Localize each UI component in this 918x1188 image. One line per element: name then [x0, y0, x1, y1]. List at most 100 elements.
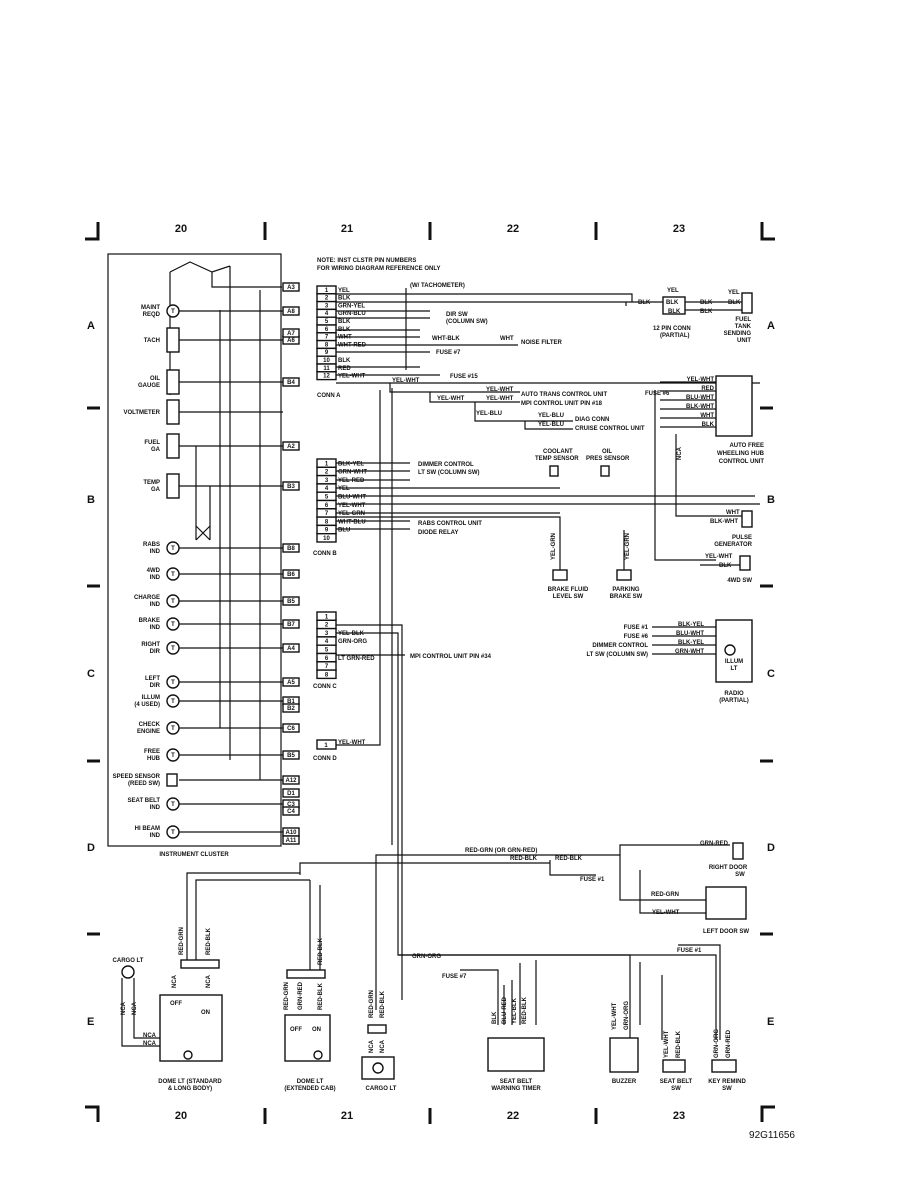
- yel-blu-c-label: YEL-BLU: [538, 422, 564, 428]
- wht-blk-label: WHT-BLK: [432, 336, 460, 342]
- dome-std-nca-b: NCA: [206, 974, 212, 988]
- seat-timer-label-2: WARNING TIMER: [491, 1086, 541, 1092]
- lamp-seat-belt-mark: T: [171, 802, 175, 808]
- dome-std-off: OFF: [170, 1001, 182, 1007]
- conn-a-pin-2: 2: [325, 296, 329, 302]
- note-line-1: NOTE: INST CLSTR PIN NUMBERS: [317, 258, 416, 264]
- conn-a-pin-box-12: [316, 371, 337, 381]
- gauge-temp: [166, 473, 180, 499]
- timer-wire-d: RED-BLK: [522, 996, 528, 1024]
- cargo-bottom-wire-b: RED-BLK: [380, 990, 386, 1018]
- oil-label: OIL: [602, 449, 612, 455]
- speed-sensor-switch: [166, 773, 178, 787]
- cargo-bottom-lamp-icon: [372, 1062, 384, 1074]
- yel-wht-a-label: YEL-WHT: [392, 378, 420, 384]
- dir-sw-label: DIR SW: [446, 312, 468, 318]
- right-door-label: RIGHT DOOR: [709, 865, 748, 871]
- nca-afwh: NCA: [677, 446, 683, 460]
- radio-wire-3: GRN-WHT: [675, 649, 704, 655]
- parking-switch: [616, 569, 632, 581]
- conn-c-wire-4: GRN-ORG: [338, 639, 367, 645]
- cluster-label2-speed-sensor: (REED SW): [128, 781, 160, 787]
- afwh-label: AUTO FREE: [729, 443, 764, 449]
- yel-blu-b-label: YEL-BLU: [538, 413, 564, 419]
- pulse-generator: [741, 510, 753, 528]
- cluster-label2-right: DIR: [150, 649, 161, 655]
- dir-sw-label-2: (COLUMN SW): [446, 319, 488, 325]
- pulse-label-2: GENERATOR: [714, 542, 752, 548]
- cluster-label-charge: CHARGE: [134, 595, 160, 601]
- fuel-tank-label-4: UNIT: [737, 338, 751, 344]
- grid-col-21-bottom: 21: [341, 1110, 353, 1122]
- grid-col-23-top: 23: [673, 223, 685, 235]
- extra-pin-b2: B2: [287, 706, 295, 712]
- conn-a-wire-12: YEL-WHT: [338, 374, 366, 380]
- key-remind-switch: [711, 1059, 737, 1073]
- dimmer-control-label: DIMMER CONTROL: [418, 462, 474, 468]
- conn-a-pin-11: 11: [323, 366, 330, 372]
- cargo-left-nca-d: NCA: [143, 1041, 157, 1047]
- radio-wire-2: BLK-YEL: [678, 640, 704, 646]
- tach-note: (W/ TACHOMETER): [410, 283, 465, 289]
- coolant-label-2: TEMP SENSOR: [535, 456, 579, 462]
- seat-sw-wire-a: YEL-WHT: [664, 1030, 670, 1058]
- cluster-label-check: CHECK: [139, 722, 161, 728]
- conn-b-pin-7: 7: [325, 511, 329, 517]
- extra-pin-a3: A3: [287, 285, 295, 291]
- cluster-label-free: FREE: [144, 749, 160, 755]
- radio-label: RADIO: [724, 691, 744, 697]
- dome-std-on: ON: [201, 1010, 210, 1016]
- radio-fuse-0: FUSE #1: [624, 625, 649, 631]
- dome-ext-lamp-icon: [313, 1050, 323, 1060]
- pin12-label-2: (PARTIAL): [660, 333, 690, 339]
- conn-d-pin: 1: [324, 743, 328, 749]
- grid-row-e-left: E: [87, 1016, 94, 1028]
- grn-red-right-label: GRN-RED: [700, 841, 729, 847]
- fuse-1-b-label: FUSE #1: [677, 948, 702, 954]
- conn-b-pin-1: 1: [325, 461, 329, 467]
- cluster-label-illum: ILLUM: [142, 695, 160, 701]
- cluster-label-tach: TACH: [144, 338, 160, 344]
- mpi-34-label: MPI CONTROL UNIT PIN #34: [410, 654, 492, 660]
- conn-c-pin-2: 2: [325, 623, 329, 629]
- blk-tank-d: BLK: [668, 309, 681, 315]
- lamp-charge-mark: T: [171, 599, 175, 605]
- dome-ext-label-2: (EXTENDED CAB): [284, 1086, 335, 1092]
- radio-label-2: (PARTIAL): [719, 698, 749, 704]
- fuel-tank-wiring: [625, 301, 742, 311]
- afwh-label-2: WHEELING HUB: [717, 451, 765, 457]
- grid-row-d-left: D: [87, 842, 95, 854]
- blk-tank-b: BLK: [666, 300, 679, 306]
- dome-std-wire-b: RED-BLK: [206, 927, 212, 955]
- coolant-sensor: [549, 465, 559, 477]
- radio-wire-1: BLU-WHT: [676, 631, 704, 637]
- pin-box-oil: [282, 377, 300, 387]
- pin-hi-beam: A10: [285, 830, 297, 836]
- conn-d-wire-line: [336, 390, 381, 746]
- pin-box-temp: [282, 481, 300, 491]
- cluster-label-voltmeter: VOLTMETER: [123, 410, 160, 416]
- fuel-tank-label-2: TANK: [735, 324, 752, 330]
- rabs-control-label: RABS CONTROL UNIT: [418, 521, 482, 527]
- cluster-label2-seat-belt: IND: [150, 805, 161, 811]
- dome-ext-unit: [284, 1014, 331, 1062]
- dome-ext-wire-d: RED-BLK: [318, 982, 324, 1010]
- extra-pin-box-a11: [282, 835, 300, 845]
- conn-b-wire-6: YEL-WHT: [338, 503, 366, 509]
- cluster-label-seat-belt: SEAT BELT: [128, 798, 161, 804]
- fourwd-label: 4WD SW: [727, 578, 752, 584]
- fuse-15-label: FUSE #15: [450, 374, 478, 380]
- oil-label-2: PRES SENSOR: [586, 456, 630, 462]
- conn-a-pin-5: 5: [325, 319, 329, 325]
- dome-ext-wire-b: GRN-RED: [298, 981, 304, 1010]
- lamp-check-mark: T: [171, 726, 175, 732]
- cluster-label2-fuel: GA: [151, 447, 161, 453]
- fuse-1-a-label: FUSE #1: [580, 877, 605, 883]
- cluster-label-oil: OIL: [150, 376, 160, 382]
- red-blk-a-label: RED-BLK: [510, 856, 538, 862]
- conn-a-pin-4: 4: [325, 311, 329, 317]
- cluster-label2-4wd: IND: [150, 575, 161, 581]
- pin-box-speed-sensor: [282, 775, 300, 785]
